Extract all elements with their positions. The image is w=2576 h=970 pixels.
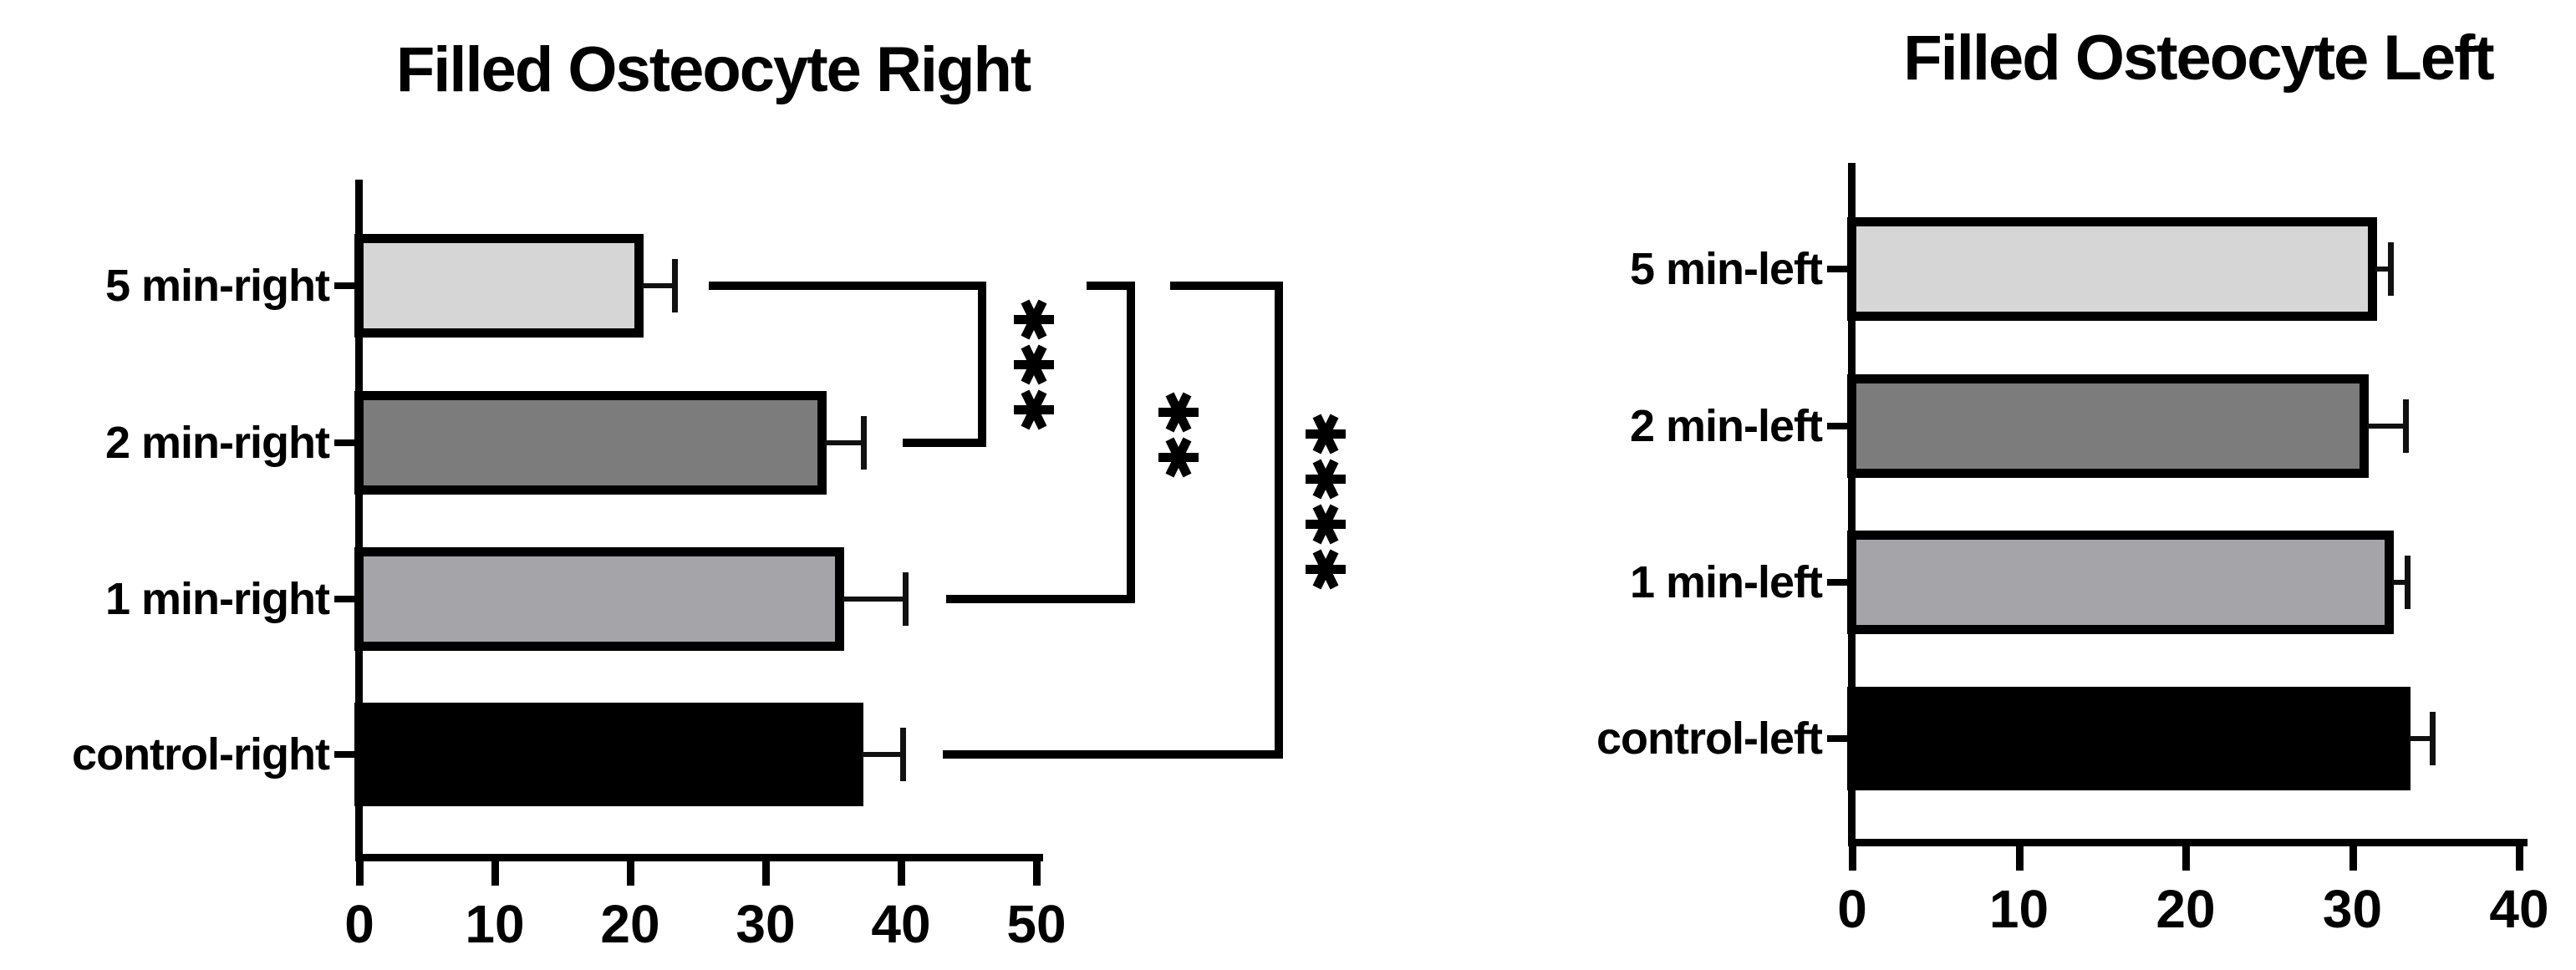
x-axis-line — [355, 854, 1043, 861]
x-tick-label: 0 — [1837, 879, 1867, 939]
error-bar-cap — [672, 259, 679, 312]
y-axis-row-tick — [1827, 423, 1849, 429]
chart-title-right: Filled Osteocyte Right — [395, 34, 1031, 105]
bar — [354, 234, 644, 338]
bar — [354, 547, 844, 651]
category-label: 5 min-left — [1629, 244, 1823, 294]
asterisk-icon — [1014, 344, 1054, 384]
y-axis-row-tick — [334, 751, 356, 758]
bar — [354, 703, 863, 806]
x-axis-tick — [2182, 846, 2190, 871]
x-tick-label: 10 — [1988, 879, 2049, 939]
error-bar-cap — [899, 728, 906, 781]
x-axis-tick — [898, 861, 905, 886]
bar — [1847, 217, 2378, 321]
y-axis-line — [355, 180, 363, 861]
significance-stars — [1014, 299, 1054, 429]
x-tick-label: 20 — [2156, 879, 2216, 939]
error-bar-cap — [902, 572, 909, 626]
category-label: control-right — [72, 729, 330, 780]
bar — [354, 391, 827, 495]
y-axis-row-tick — [334, 596, 356, 602]
error-bar-line — [842, 597, 905, 602]
y-axis-row-tick — [1827, 266, 1849, 272]
error-bar-line — [642, 283, 675, 288]
significance-stars — [1158, 392, 1199, 477]
x-axis-tick — [2015, 846, 2024, 871]
y-axis-row-tick — [334, 439, 356, 446]
error-bar-line — [2409, 736, 2433, 741]
x-tick-label: 40 — [2489, 879, 2549, 939]
category-label: 2 min-left — [1629, 401, 1823, 451]
asterisk-icon — [1306, 504, 1346, 544]
x-tick-label: 10 — [465, 894, 525, 954]
x-axis-line — [1848, 839, 2528, 846]
bar — [1847, 374, 2370, 478]
error-bar-line — [824, 440, 863, 445]
asterisk-icon — [1158, 437, 1199, 477]
category-label: 1 min-right — [105, 574, 330, 624]
x-axis-tick — [2349, 846, 2357, 871]
chart-title-left: Filled Osteocyte Left — [1903, 23, 2495, 94]
asterisk-icon — [1306, 459, 1346, 499]
bar — [1847, 687, 2411, 790]
error-bar-line — [2367, 424, 2406, 429]
error-bar-cap — [2405, 556, 2411, 609]
asterisk-icon — [1158, 392, 1199, 432]
y-axis-row-tick — [334, 282, 356, 289]
x-tick-label: 0 — [344, 894, 374, 954]
category-label: 1 min-left — [1629, 557, 1823, 607]
x-tick-label: 40 — [871, 894, 931, 954]
x-axis-tick — [2516, 846, 2523, 871]
significance-bracket-top — [1087, 282, 1135, 290]
category-label: control-left — [1596, 714, 1823, 764]
asterisk-icon — [1306, 549, 1346, 589]
significance-stars — [1306, 414, 1346, 589]
significance-bracket-top — [709, 282, 986, 290]
category-label: 5 min-right — [105, 261, 330, 311]
x-axis-tick — [1849, 846, 1856, 871]
x-tick-label: 50 — [1006, 894, 1067, 954]
significance-bracket-top — [1170, 282, 1283, 290]
y-axis-line — [1848, 163, 1856, 846]
error-bar-line — [2392, 580, 2408, 585]
asterisk-icon — [1306, 414, 1346, 454]
x-tick-label: 30 — [736, 894, 796, 954]
error-bar-cap — [860, 416, 867, 470]
error-bar-cap — [2403, 399, 2410, 453]
x-axis-tick — [627, 861, 634, 886]
x-axis-tick — [1033, 861, 1041, 886]
x-tick-label: 30 — [2322, 879, 2383, 939]
significance-bracket-vertical — [1275, 282, 1283, 759]
asterisk-icon — [1014, 389, 1054, 429]
x-axis-tick — [491, 861, 499, 886]
x-axis-tick — [356, 861, 364, 886]
error-bar-cap — [2430, 712, 2436, 765]
significance-bracket-bottom — [903, 439, 986, 447]
bar — [1847, 531, 2395, 634]
error-bar-line — [2375, 267, 2391, 272]
y-axis-row-tick — [1827, 735, 1849, 742]
error-bar-cap — [2388, 242, 2395, 296]
y-axis-row-tick — [1827, 579, 1849, 586]
category-label: 2 min-right — [105, 418, 330, 468]
significance-bracket-bottom — [946, 595, 1135, 603]
asterisk-icon — [1014, 299, 1054, 339]
significance-bracket-vertical — [978, 282, 986, 447]
x-tick-label: 20 — [600, 894, 660, 954]
x-axis-tick — [762, 861, 770, 886]
significance-bracket-vertical — [1127, 282, 1135, 603]
error-bar-line — [861, 752, 903, 757]
significance-bracket-bottom — [943, 750, 1283, 759]
